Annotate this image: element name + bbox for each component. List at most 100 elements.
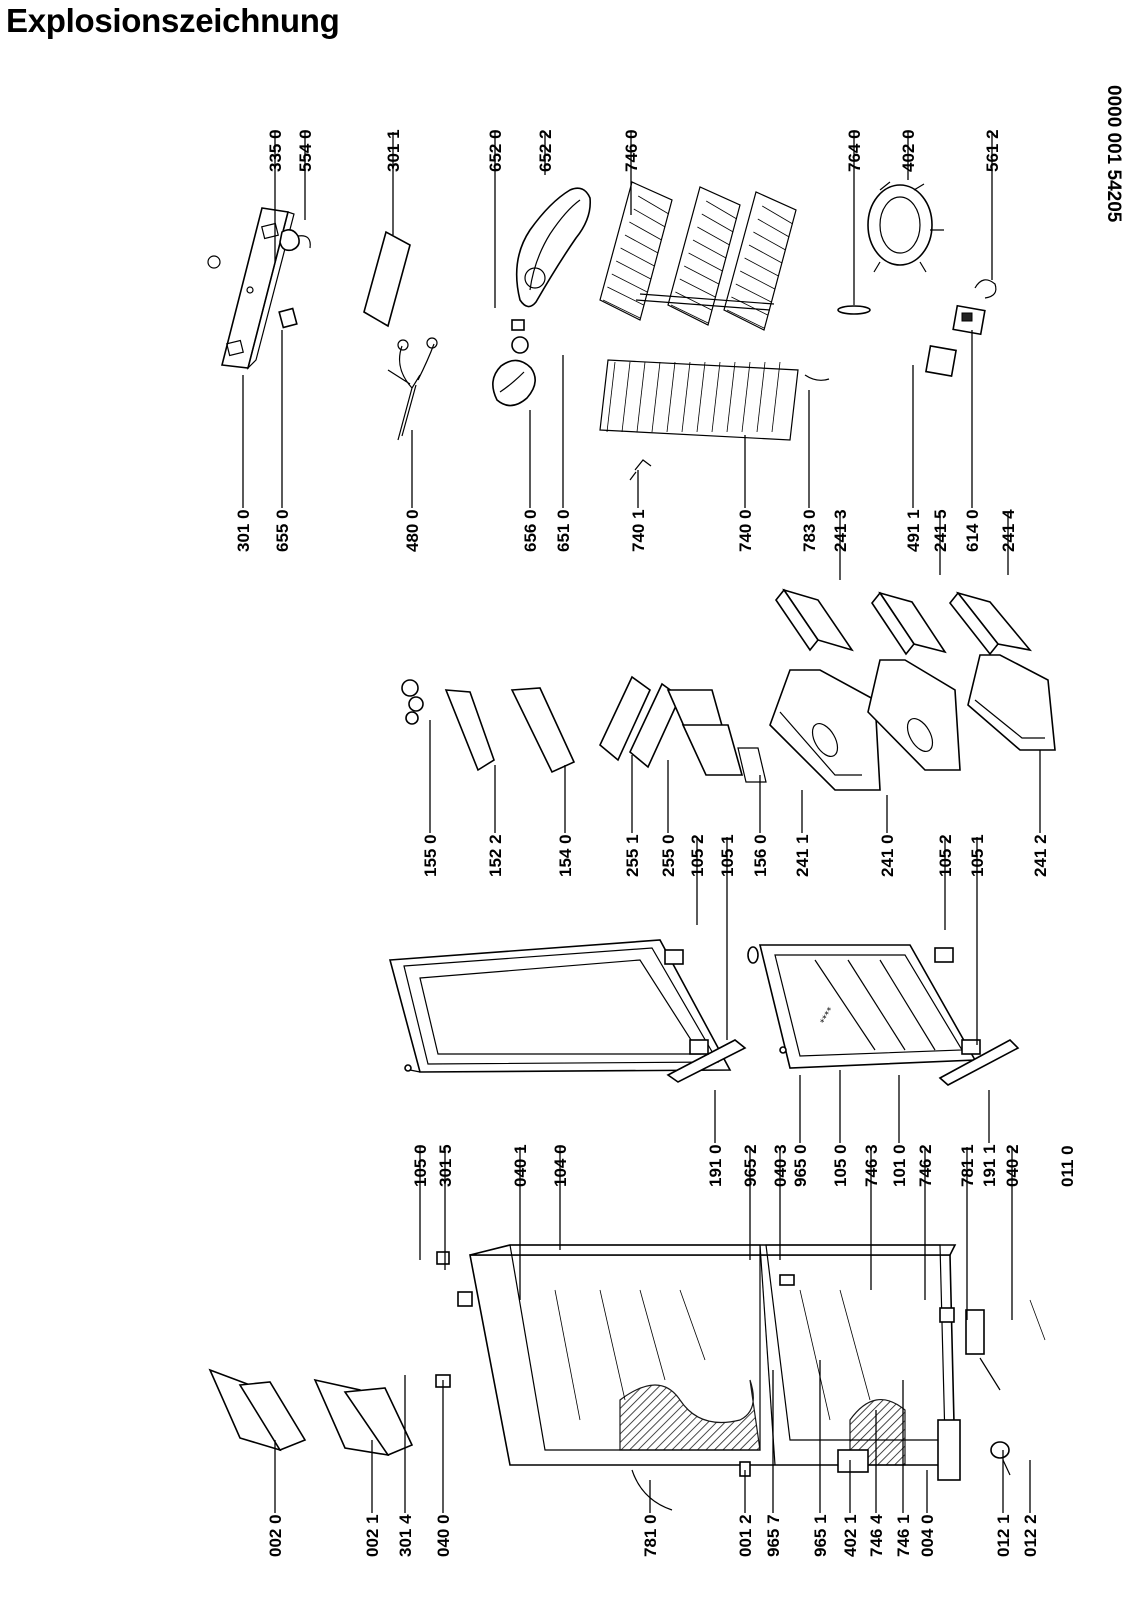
callout-label: 040 0 [434, 1514, 453, 1557]
callout: 255 1 [623, 755, 642, 877]
callout-label: 255 1 [623, 834, 642, 877]
callout: 191 1 [980, 1090, 999, 1187]
callout-label: 740 0 [736, 509, 755, 552]
shelves-part [599, 675, 767, 783]
callout: 002 0 [266, 1440, 285, 1557]
callout: 614 0 [963, 330, 982, 552]
callout: 105 2 [936, 834, 955, 930]
callout-label: 002 1 [363, 1514, 382, 1557]
callout: 480 0 [403, 430, 422, 552]
callout: 156 0 [751, 775, 770, 877]
callout: 040 0 [434, 1380, 453, 1557]
callout: 652 2 [536, 129, 555, 175]
callout: 746 4 [867, 1410, 886, 1557]
callout: 301 1 [384, 129, 403, 235]
callout: 764 0 [845, 129, 864, 300]
lower-door-seal-part [938, 1039, 1020, 1086]
callout-label: 651 0 [554, 509, 573, 552]
door-seal-part [666, 1039, 747, 1083]
callout: 301 4 [396, 1375, 415, 1557]
callout: 402 0 [899, 129, 918, 180]
callout-label: 241 1 [793, 834, 812, 877]
callout-label: 781 0 [641, 1514, 660, 1557]
relay-part [925, 279, 997, 377]
callout: 002 1 [363, 1440, 382, 1557]
cover-plate-part [363, 230, 411, 328]
switch-part [278, 307, 298, 329]
callout: 965 1 [811, 1360, 830, 1557]
callout: 781 1 [958, 1144, 977, 1320]
callout-label: 156 0 [751, 834, 770, 877]
callout-label: 101 0 [890, 1144, 909, 1187]
callout: 740 0 [736, 435, 755, 552]
drain-tube-part [804, 374, 830, 381]
callout-label: 965 7 [764, 1514, 783, 1557]
callout: 155 0 [421, 720, 440, 877]
callout-label: 965 1 [811, 1514, 830, 1557]
callout: 651 0 [554, 355, 573, 552]
callout-label: 656 0 [521, 509, 540, 552]
callout: 105 2 [688, 834, 707, 925]
callout-label: 241 0 [878, 834, 897, 877]
page-title: Explosionszeichnung [6, 2, 340, 39]
callout: 105 0 [411, 1144, 430, 1260]
callout: 040 2 [1003, 1144, 1022, 1320]
callout: 004 0 [918, 1470, 937, 1557]
callout: 040 3 [771, 1144, 790, 1260]
callout-label: 001 2 [736, 1514, 755, 1557]
evaporator-grid-part [599, 181, 797, 331]
callout: 491 1 [904, 365, 923, 552]
door-bins-part [401, 679, 576, 774]
callout-label: 011 0 [1058, 1145, 1077, 1187]
callout: 335 0 [266, 129, 285, 262]
callout: 012 1 [994, 1450, 1013, 1557]
callout-label: 491 1 [904, 509, 923, 552]
callout: 105 1 [718, 834, 737, 1040]
callout: 101 0 [890, 1075, 909, 1187]
callout-label: 241 2 [1031, 834, 1050, 877]
callout: 965 2 [741, 1144, 760, 1260]
callout: 301 0 [234, 375, 253, 552]
callout-label: 614 0 [963, 509, 982, 552]
callout: 001 2 [736, 1470, 755, 1557]
callout: 191 0 [706, 1090, 725, 1187]
feet-and-fittings-part [435, 1251, 1046, 1511]
callout: 241 5 [931, 509, 950, 575]
callout: 655 0 [273, 330, 292, 552]
callout-label: 783 0 [800, 509, 819, 552]
cabinet-body-part [469, 1244, 957, 1466]
lamp-part [279, 228, 311, 252]
callout: 965 0 [791, 1075, 810, 1187]
callout-label: 002 0 [266, 1514, 285, 1557]
lower-door-part: **** [758, 944, 977, 1069]
callout: 783 0 [800, 390, 819, 552]
callout: 011 0 [1058, 1145, 1077, 1187]
callout-label: 480 0 [403, 509, 422, 552]
callout-label: 152 2 [486, 834, 505, 877]
callout-label: 746 1 [894, 1514, 913, 1557]
drawers-part [769, 654, 1056, 791]
callout-label: 965 0 [791, 1144, 810, 1187]
hinges-part [664, 946, 981, 1055]
callout: 241 0 [878, 795, 897, 877]
callout-label: 255 0 [659, 834, 678, 877]
callout: 652 0 [486, 129, 505, 308]
callout: 781 0 [641, 1480, 660, 1557]
callout: 402 1 [841, 1460, 860, 1557]
parts-drawings: **** [207, 181, 1056, 1511]
control-panel-part [207, 207, 295, 370]
pin-part [837, 300, 871, 315]
callout: 561 2 [983, 129, 1002, 280]
callout-label: 740 1 [629, 509, 648, 552]
callout-label: 301 0 [234, 509, 253, 552]
callout: 105 0 [831, 1070, 850, 1187]
top-cover-part [208, 1368, 414, 1457]
callout: 241 1 [793, 790, 812, 877]
callout-label: 191 0 [706, 1144, 725, 1187]
callout: 241 3 [831, 509, 850, 580]
document-number: 0000 001 54205 [1103, 85, 1124, 223]
compressor-part [867, 181, 944, 273]
callout-label: 105 0 [831, 1144, 850, 1187]
